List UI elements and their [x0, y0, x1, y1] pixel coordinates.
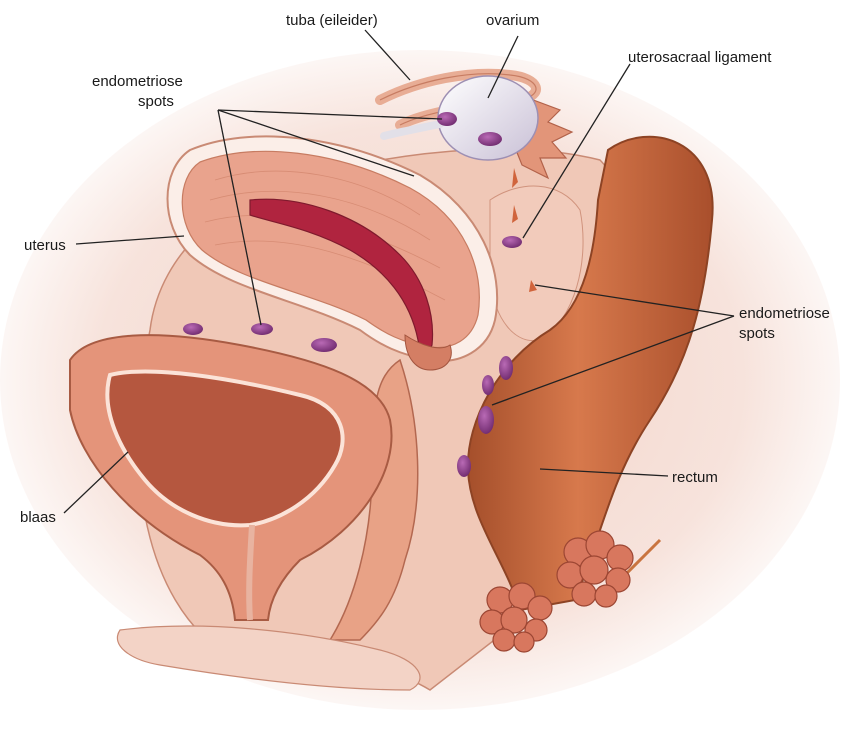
- label-ovarium: ovarium: [486, 12, 539, 29]
- label-blaas: blaas: [20, 509, 56, 526]
- label-uterus: uterus: [24, 237, 66, 254]
- endometriosis-spot: [478, 132, 502, 146]
- endometriosis-spot: [478, 406, 494, 434]
- endometriosis-spot: [502, 236, 522, 248]
- label-endometriose-left-line2: spots: [138, 93, 174, 110]
- label-endometriose-right-line1: endometriose: [739, 305, 830, 322]
- label-endometriose-left-line1: endometriose: [92, 73, 183, 90]
- endometriosis-spot: [183, 323, 203, 335]
- endometriosis-spot: [311, 338, 337, 352]
- label-tuba: tuba (eileider): [286, 12, 378, 29]
- endometriosis-spot: [251, 323, 273, 335]
- urethra: [249, 525, 252, 620]
- endometriosis-spot: [457, 455, 471, 477]
- label-rectum: rectum: [672, 469, 718, 486]
- endometriosis-spot: [482, 375, 494, 395]
- label-endometriose-right-line2: spots: [739, 325, 775, 342]
- label-uterosacraal-ligament: uterosacraal ligament: [628, 49, 772, 66]
- endometriosis-spot: [499, 356, 513, 380]
